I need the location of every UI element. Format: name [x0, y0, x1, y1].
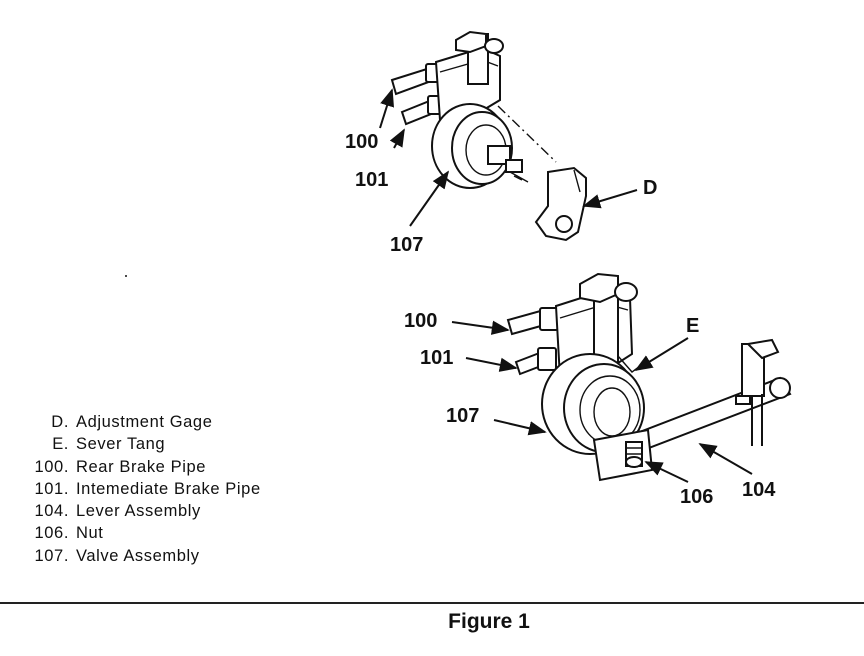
bottom-leader-100 [451, 320, 510, 335]
bottom-leader-104 [698, 443, 753, 475]
bottom-callout-100: 100 [404, 310, 437, 332]
legend-label: Valve Assembly [76, 546, 200, 565]
legend-key: 101. [34, 479, 69, 498]
legend-key: 100. [34, 457, 69, 476]
bottom-leader-101 [465, 357, 518, 372]
legend-key: 106. [34, 524, 69, 543]
bottom-callout-104: 104 [742, 479, 776, 501]
top-leader-d [582, 189, 638, 209]
caption-divider [0, 602, 864, 604]
adjustment-gage [534, 166, 587, 242]
bottom-leader-106 [644, 461, 689, 483]
top-callout-100: 100 [345, 131, 378, 153]
legend-key: E. [52, 435, 69, 454]
bottom-mount-bolt [579, 272, 638, 365]
bottom-valve-assembly [506, 272, 645, 455]
bottom-intermediate-brake-pipe [514, 347, 557, 376]
legend-label: Lever Assembly [76, 502, 201, 521]
top-mount-bolt [455, 30, 504, 85]
legend-label: Adjustment Gage [76, 413, 213, 431]
legend-item: D. Adjustment Gage [20, 411, 261, 433]
top-callout-107: 107 [390, 234, 423, 256]
top-intermediate-brake-pipe [400, 95, 443, 126]
parts-legend: D. Adjustment Gage E. Sever Tang 100. Rear … [20, 411, 261, 567]
legend-key: 104. [34, 502, 69, 521]
lever-nut [625, 441, 643, 468]
figure-caption: Figure 1 [448, 610, 530, 633]
top-valve-assembly [390, 30, 557, 189]
legend-label: Intemediate Brake Pipe [76, 479, 261, 498]
legend-key: D. [51, 413, 69, 431]
bottom-leader-e [634, 337, 689, 371]
legend-label: Rear Brake Pipe [76, 457, 207, 476]
brake-valve-diagram: 100 101 107 D [125, 30, 792, 508]
bottom-callout-106: 106 [680, 486, 713, 508]
legend-key: 107. [34, 546, 69, 565]
legend-item: 106. Nut [20, 522, 261, 544]
bottom-callout-e: E [686, 315, 699, 337]
bottom-rear-brake-pipe [506, 307, 559, 336]
legend-item: 107. Valve Assembly [20, 545, 261, 567]
top-leader-107 [409, 170, 450, 227]
top-leader-101 [389, 128, 405, 149]
top-leader-100 [379, 88, 394, 129]
legend-label: Sever Tang [76, 435, 166, 454]
top-callout-d: D [643, 177, 657, 199]
legend-item: 101. Intemediate Brake Pipe [20, 478, 261, 500]
legend-item: 100. Rear Brake Pipe [20, 456, 261, 478]
top-callout-101: 101 [355, 169, 388, 191]
top-rear-brake-pipe [390, 63, 441, 96]
legend-label: Nut [76, 524, 104, 543]
bottom-callout-107: 107 [446, 405, 479, 427]
bottom-leader-107 [493, 419, 547, 436]
bottom-callout-101: 101 [420, 347, 453, 369]
legend-item: E. Sever Tang [20, 433, 261, 455]
legend-item: 104. Lever Assembly [20, 500, 261, 522]
